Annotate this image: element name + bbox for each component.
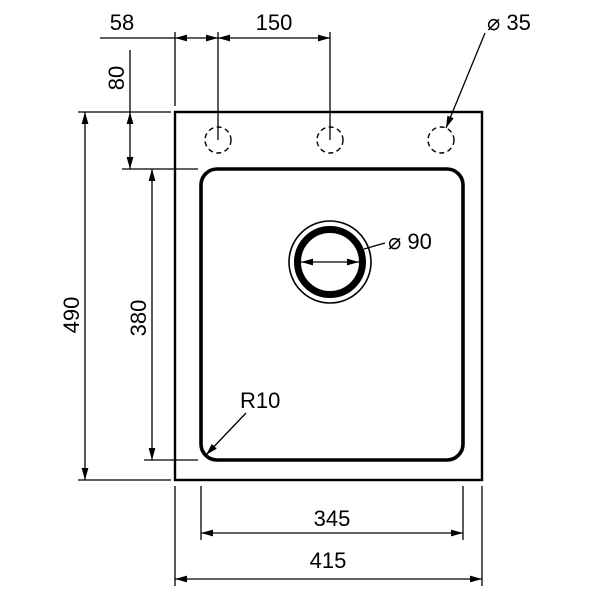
dim-380-label: 380	[126, 300, 151, 337]
bowl-outline	[199, 167, 465, 462]
tap-hole-right	[427, 126, 455, 154]
corner-radius-label: R10	[240, 388, 280, 413]
drain-diameter-label: ⌀ 90	[388, 229, 432, 254]
drain-flange-circle	[288, 220, 372, 304]
drain-diameter-leader	[363, 242, 386, 250]
dim-415-label: 415	[310, 548, 347, 573]
drain-ring	[294, 226, 366, 298]
hole-diameter-leader	[445, 32, 486, 129]
dim-150-label: 150	[256, 10, 293, 35]
sink-outline	[173, 110, 484, 482]
dim-345-label: 345	[314, 506, 351, 531]
hole-diameter-label: ⌀ 35	[487, 10, 531, 35]
dimension-lines	[81, 32, 486, 583]
sink-body	[173, 110, 484, 482]
corner-radius-leader	[205, 412, 247, 456]
dim-58-label: 58	[110, 10, 134, 35]
dim-490-label: 490	[59, 297, 84, 334]
dim-80-label: 80	[104, 66, 129, 90]
dimension-labels: 58 150 ⌀ 35 80 490 380 ⌀ 90 R10 345 415	[59, 10, 531, 573]
